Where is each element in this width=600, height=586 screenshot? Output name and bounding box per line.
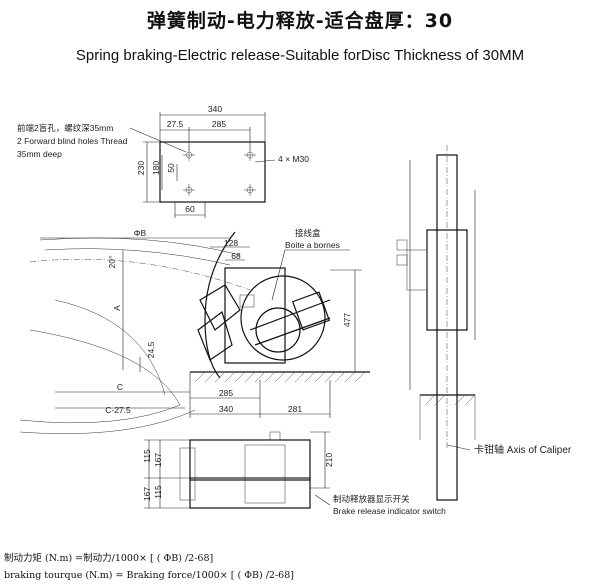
top-dim-340: 340 <box>208 104 222 114</box>
bottom-dim-167-b: 167 <box>142 487 152 501</box>
top-dim-180: 180 <box>151 161 161 175</box>
dim-a: A <box>112 305 122 311</box>
right-view: 卡钳轴 Axis of Caliper <box>396 145 572 501</box>
dim-24-5: 24.5 <box>146 341 156 358</box>
formula-chinese: 制动力矩 (N.m) =制动力/1000× [ ( ΦB) /2-68] <box>4 553 214 564</box>
dim-c: C <box>117 382 123 392</box>
bolt-holes <box>183 149 256 196</box>
top-dim-285: 285 <box>212 119 226 129</box>
note-chinese: 前端2盲孔，螺纹深35mm <box>17 123 113 133</box>
caliper-body <box>197 267 331 364</box>
flange-hatching <box>419 394 476 440</box>
junction-chinese: 接线盒 <box>295 228 321 238</box>
top-view: 340 27.5 285 230 180 50 60 4 × M30 前端2盲孔… <box>17 104 309 218</box>
note-english-1: 2 Forward blind holes Thread <box>17 136 128 146</box>
dim-128: 128 <box>224 238 238 248</box>
dim-c-minus: C-27.5 <box>105 405 131 415</box>
bottom-dim-115-a: 115 <box>142 449 152 463</box>
dim-477: 477 <box>342 313 352 327</box>
title-english: Spring braking-Electric release-Suitable… <box>75 47 525 64</box>
top-dim-27-5: 27.5 <box>167 119 184 129</box>
formula-english: braking tourque (N.m) = Braking force/10… <box>4 570 294 581</box>
dim-angle: 20° <box>107 256 117 269</box>
mounting-plate <box>159 141 266 203</box>
dim-phi-b: ΦB <box>134 228 147 238</box>
top-dim-50: 50 <box>166 163 176 173</box>
axis-of-caliper-label: 卡钳轴 Axis of Caliper <box>474 443 572 456</box>
bottom-dim-115-b: 115 <box>153 485 163 499</box>
top-dim-230: 230 <box>136 161 146 175</box>
dim-68: 68 <box>231 251 241 261</box>
switch-chinese: 制动释放器显示开关 <box>333 494 410 504</box>
side-view: ΦB 20° 128 68 A 24.5 C C-27.5 285 340 28… <box>19 228 370 434</box>
title-chinese: 弹簧制动-电力释放-适合盘厚：30 <box>146 10 454 32</box>
dim-340: 340 <box>219 404 233 414</box>
dim-285: 285 <box>219 388 233 398</box>
note-english-2: 35mm deep <box>17 149 62 159</box>
bolt-label: 4 × M30 <box>278 154 309 164</box>
junction-english: Boite a bornes <box>285 240 340 250</box>
bottom-view: 115 167 167 115 210 制动释放器显示开关 Brake rele… <box>142 431 446 516</box>
bottom-dim-167-a: 167 <box>153 453 163 467</box>
ground-hatching <box>194 371 366 383</box>
top-dim-60: 60 <box>185 204 195 214</box>
dim-281: 281 <box>288 404 302 414</box>
bottom-dim-210: 210 <box>324 453 334 467</box>
switch-english: Brake release indicator switch <box>333 506 446 516</box>
